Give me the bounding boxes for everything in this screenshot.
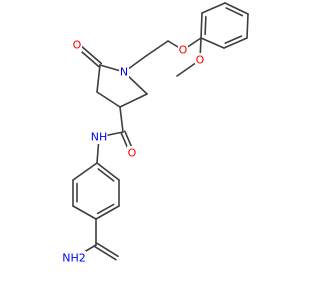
bond — [72, 205, 97, 220]
bond — [201, 2, 226, 14]
bond — [96, 162, 120, 181]
bond — [223, 37, 248, 49]
bond — [246, 13, 249, 39]
atom-label-background — [72, 38, 82, 52]
bond — [204, 16, 207, 36]
atom-label-background — [62, 251, 86, 265]
bond — [95, 205, 120, 220]
bonds — [72, 2, 249, 261]
atom-label-background — [195, 53, 205, 67]
bond — [145, 40, 169, 57]
bond — [96, 64, 101, 93]
atom-label-n-pyrrolidine: N — [120, 66, 128, 79]
bond — [225, 7, 244, 17]
bond — [224, 2, 249, 15]
bond — [119, 93, 148, 108]
atom-label-nh-amide: NH — [91, 131, 108, 144]
atom-label-background — [90, 130, 108, 144]
bond — [96, 203, 115, 215]
atom-label-o-amide: O — [128, 147, 137, 160]
bond — [119, 106, 124, 133]
atom-label-nh2-amide: NH2 — [62, 252, 86, 265]
bond — [200, 37, 225, 49]
bond — [96, 242, 119, 258]
atom-label-o-ether: O — [179, 44, 188, 57]
atom-label-background — [119, 65, 129, 79]
bond — [72, 162, 98, 181]
atom-label-background — [127, 146, 137, 160]
atom-label-o-methoxy: O — [196, 54, 205, 67]
bond — [97, 168, 115, 182]
atom-label-o-carbonyl-lactam: O — [73, 39, 82, 52]
bond — [96, 91, 121, 108]
bond — [200, 12, 203, 39]
bond — [224, 35, 243, 44]
bond — [77, 42, 103, 65]
bond — [94, 245, 117, 261]
atom-label-background — [178, 43, 188, 57]
